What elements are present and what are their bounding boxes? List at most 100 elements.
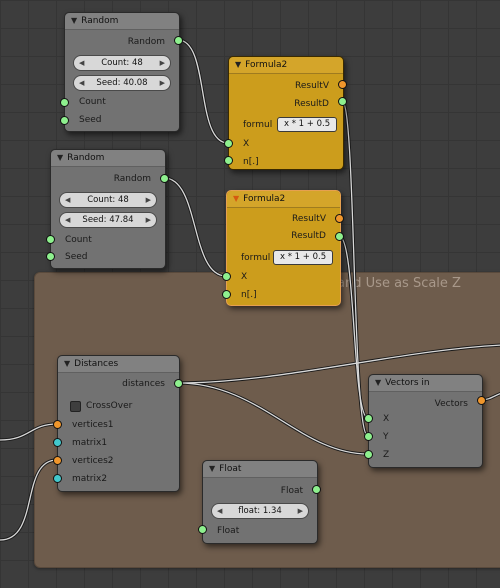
- formula2-resultd-socket[interactable]: [334, 231, 344, 241]
- decrement-arrow-icon[interactable]: ◀: [65, 196, 71, 204]
- seed-field[interactable]: ◀Seed: 40.08▶: [73, 75, 171, 91]
- distances-output-socket[interactable]: [173, 378, 183, 388]
- node-title: Formula2: [245, 60, 288, 70]
- collapse-triangle-icon[interactable]: ▼: [209, 464, 216, 473]
- random-output-label: Random: [127, 37, 165, 47]
- decrement-arrow-icon[interactable]: ◀: [79, 79, 85, 87]
- matrix2-socket[interactable]: [52, 473, 62, 483]
- random-node-2-header[interactable]: ▼Random: [51, 150, 165, 167]
- matrix2-input-label: matrix2: [72, 474, 108, 484]
- decrement-arrow-icon[interactable]: ◀: [79, 59, 85, 67]
- z-input-label: Z: [383, 450, 390, 460]
- float-node[interactable]: ▼Float Float ◀float: 1.34▶ Float: [202, 460, 318, 544]
- formula2-n-socket[interactable]: [221, 289, 231, 299]
- resultd-output-label: ResultD: [294, 99, 329, 109]
- seed-input-label: Seed: [79, 115, 102, 125]
- formula2-node-1[interactable]: ▼Formula2 ResultV ResultD formul x * 1 +…: [228, 56, 344, 170]
- formula-input[interactable]: x * 1 + 0.5: [277, 117, 338, 132]
- vectors-in-node[interactable]: ▼Vectors in Vectors X Y Z: [368, 374, 483, 468]
- formula1-n-socket[interactable]: [223, 155, 233, 165]
- decrement-arrow-icon[interactable]: ◀: [217, 507, 223, 515]
- count-field[interactable]: ◀Count: 48▶: [73, 55, 171, 71]
- node-title: Float: [219, 464, 242, 474]
- distances-output-label: distances: [122, 379, 165, 389]
- random1-seed-socket[interactable]: [59, 115, 69, 125]
- random2-output-socket[interactable]: [159, 173, 169, 183]
- resultd-output-label: ResultD: [291, 231, 326, 241]
- collapse-triangle-icon[interactable]: ▼: [235, 60, 242, 69]
- float-node-header[interactable]: ▼Float: [203, 461, 317, 478]
- seed-field[interactable]: ◀Seed: 47.84▶: [59, 212, 157, 228]
- increment-arrow-icon[interactable]: ▶: [159, 59, 165, 67]
- formula-label: formul: [241, 253, 271, 263]
- vectors-in-node-header[interactable]: ▼Vectors in: [369, 375, 482, 392]
- vectors-y-socket[interactable]: [363, 431, 373, 441]
- link-random2-formula2: [163, 176, 227, 278]
- x-input-label: X: [241, 272, 248, 282]
- n-input-label: n[.]: [241, 290, 257, 300]
- collapse-triangle-icon[interactable]: ▼: [71, 16, 78, 25]
- resultv-output-label: ResultV: [295, 81, 329, 91]
- random1-output-socket[interactable]: [173, 35, 183, 45]
- node-title: Random: [67, 153, 105, 163]
- vectors-output-socket[interactable]: [476, 395, 486, 405]
- collapse-triangle-icon[interactable]: ▼: [375, 378, 382, 387]
- crossover-checkbox[interactable]: [70, 401, 81, 412]
- float-input-label: Float: [217, 526, 240, 536]
- float-output-label: Float: [280, 486, 303, 496]
- x-input-label: X: [383, 414, 390, 424]
- float-output-socket[interactable]: [311, 484, 321, 494]
- node-title: Vectors in: [385, 378, 430, 388]
- random1-count-socket[interactable]: [59, 97, 69, 107]
- vertices1-socket[interactable]: [52, 419, 62, 429]
- count-input-label: Count: [65, 235, 92, 245]
- distances-node-header[interactable]: ▼Distances: [58, 356, 179, 373]
- increment-arrow-icon[interactable]: ▶: [297, 507, 303, 515]
- count-input-label: Count: [79, 97, 106, 107]
- matrix1-socket[interactable]: [52, 437, 62, 447]
- n-input-label: n[.]: [243, 157, 259, 167]
- seed-input-label: Seed: [65, 252, 88, 262]
- collapse-triangle-icon[interactable]: ▼: [233, 194, 240, 203]
- formula2-node-2[interactable]: ▼Formula2 ResultV ResultD formul x * 1 +…: [226, 190, 341, 306]
- float-field[interactable]: ◀float: 1.34▶: [211, 503, 309, 519]
- collapse-triangle-icon[interactable]: ▼: [57, 153, 64, 162]
- matrix1-input-label: matrix1: [72, 438, 108, 448]
- vertices2-input-label: vertices2: [72, 456, 114, 466]
- random2-count-socket[interactable]: [45, 234, 55, 244]
- random2-seed-socket[interactable]: [45, 251, 55, 261]
- formula1-x-socket[interactable]: [223, 138, 233, 148]
- increment-arrow-icon[interactable]: ▶: [159, 79, 165, 87]
- decrement-arrow-icon[interactable]: ◀: [65, 216, 71, 224]
- vertices2-socket[interactable]: [52, 455, 62, 465]
- formula1-resultd-socket[interactable]: [337, 96, 347, 106]
- random-node-2[interactable]: ▼Random Random ◀Count: 48▶ ◀Seed: 47.84▶…: [50, 149, 166, 269]
- node-title: Formula2: [243, 194, 286, 204]
- vectors-output-label: Vectors: [434, 399, 468, 409]
- float-input-socket[interactable]: [197, 524, 207, 534]
- node-title: Distances: [74, 359, 119, 369]
- increment-arrow-icon[interactable]: ▶: [145, 196, 151, 204]
- formula2-x-socket[interactable]: [221, 271, 231, 281]
- x-input-label: X: [243, 139, 250, 149]
- formula2-node-1-header[interactable]: ▼Formula2: [229, 57, 343, 74]
- formula-label: formul: [243, 120, 273, 130]
- count-field[interactable]: ◀Count: 48▶: [59, 192, 157, 208]
- increment-arrow-icon[interactable]: ▶: [145, 216, 151, 224]
- y-input-label: Y: [383, 432, 389, 442]
- formula-input[interactable]: x * 1 + 0.5: [273, 250, 334, 265]
- vectors-x-socket[interactable]: [363, 413, 373, 423]
- crossover-label: CrossOver: [86, 401, 133, 411]
- random-node-1-header[interactable]: ▼Random: [65, 13, 179, 30]
- vertices1-input-label: vertices1: [72, 420, 114, 430]
- vectors-z-socket[interactable]: [363, 449, 373, 459]
- distances-node[interactable]: ▼Distances distances CrossOver vertices1…: [57, 355, 180, 492]
- formula1-resultv-socket[interactable]: [337, 79, 347, 89]
- collapse-triangle-icon[interactable]: ▼: [64, 359, 71, 368]
- formula2-node-2-header[interactable]: ▼Formula2: [227, 191, 340, 208]
- random-output-label: Random: [113, 174, 151, 184]
- random-node-1[interactable]: ▼Random Random ◀Count: 48▶ ◀Seed: 40.08▶…: [64, 12, 180, 132]
- formula2-resultv-socket[interactable]: [334, 213, 344, 223]
- link-random1-formula1: [177, 38, 229, 145]
- resultv-output-label: ResultV: [292, 214, 326, 224]
